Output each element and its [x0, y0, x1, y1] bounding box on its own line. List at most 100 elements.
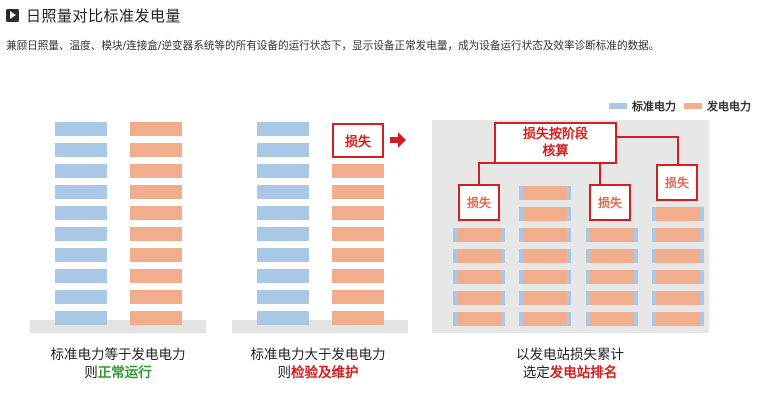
generated-block: [130, 227, 182, 241]
combined-block: [453, 228, 505, 242]
generated-overlay: [523, 186, 567, 200]
standard-block: [55, 206, 107, 220]
connector-line: [617, 136, 679, 138]
standard-block: [257, 122, 309, 136]
generated-block: [130, 164, 182, 178]
description-text: 兼顾日照量、温度、模块/连接盒/逆变器系统等的所有设备的运行状态下，显示设备正常…: [6, 40, 660, 52]
generated-overlay: [656, 207, 700, 221]
panel2-standard-column: [257, 122, 309, 332]
combined-block: [586, 228, 638, 242]
generated-overlay: [590, 228, 634, 242]
generated-overlay: [656, 312, 700, 326]
standard-block: [55, 248, 107, 262]
generated-block: [332, 206, 384, 220]
generated-overlay: [590, 270, 634, 284]
connector-line: [677, 136, 679, 164]
generated-overlay: [457, 270, 501, 284]
panel1-caption-line1: 标准电力等于发电电力: [50, 347, 186, 363]
panel3-loss-box-3: 损失: [656, 164, 698, 201]
standard-block: [55, 311, 107, 325]
combined-block: [453, 249, 505, 263]
legend-item-standard: 标准电力: [609, 98, 676, 114]
generated-block: [130, 122, 182, 136]
panel2-caption-line1: 标准电力大于发电电力: [250, 347, 386, 363]
panel1-caption: 标准电力等于发电电力 则正常运行: [18, 346, 218, 382]
combined-block: [652, 270, 704, 284]
standard-block: [257, 290, 309, 304]
standard-block: [55, 269, 107, 283]
panel1-caption-prefix: 则: [84, 365, 98, 381]
generated-block: [130, 290, 182, 304]
generated-overlay: [457, 291, 501, 305]
legend-item-generated: 发电电力: [684, 98, 751, 114]
combined-block: [519, 228, 571, 242]
combined-block: [586, 270, 638, 284]
panel3-loss-box-1: 损失: [458, 184, 500, 221]
panel2-caption-emph: 检验及维护: [291, 365, 359, 381]
generated-block: [130, 206, 182, 220]
combined-block: [453, 291, 505, 305]
combined-block: [586, 312, 638, 326]
generated-overlay: [457, 228, 501, 242]
generated-overlay: [523, 270, 567, 284]
panel2-caption-line2: 则检验及维护: [218, 364, 418, 382]
panel3-loss-box-2: 损失: [589, 184, 631, 221]
generated-block: [130, 143, 182, 157]
generated-block: [332, 311, 384, 325]
combined-block: [652, 312, 704, 326]
stage-accounting-box: 损失按阶段核算: [494, 122, 617, 164]
combined-block: [453, 312, 505, 326]
panel1-caption-line2: 则正常运行: [18, 364, 218, 382]
generated-overlay: [590, 312, 634, 326]
panel3-column-1: [453, 228, 505, 333]
combined-block: [519, 270, 571, 284]
panel3-caption-line2: 选定发电站排名: [470, 364, 670, 382]
generated-block: [130, 311, 182, 325]
generated-overlay: [523, 291, 567, 305]
standard-block: [257, 227, 309, 241]
standard-block: [55, 227, 107, 241]
standard-block: [257, 143, 309, 157]
arrow-right-icon: [390, 132, 406, 148]
combined-block: [519, 207, 571, 221]
panel1-caption-emph: 正常运行: [97, 365, 152, 381]
generated-overlay: [457, 249, 501, 263]
generated-overlay: [590, 291, 634, 305]
generated-block: [130, 248, 182, 262]
connector-line: [478, 162, 480, 184]
panel2-caption: 标准电力大于发电电力 则检验及维护: [218, 346, 418, 382]
play-icon: [6, 8, 19, 22]
generated-block: [332, 185, 384, 199]
combined-block: [453, 270, 505, 284]
combined-block: [519, 186, 571, 200]
standard-block: [257, 164, 309, 178]
combined-block: [652, 228, 704, 242]
generated-overlay: [523, 312, 567, 326]
combined-block: [586, 291, 638, 305]
generated-overlay: [656, 270, 700, 284]
panel3-column-4: [652, 207, 704, 333]
generated-block: [332, 248, 384, 262]
generated-overlay: [590, 249, 634, 263]
generated-overlay: [656, 228, 700, 242]
generated-block: [332, 227, 384, 241]
combined-block: [652, 249, 704, 263]
generated-overlay: [656, 291, 700, 305]
panel3-caption-line1: 以发电站损失累计: [516, 347, 624, 363]
generated-overlay: [656, 249, 700, 263]
combined-block: [586, 249, 638, 263]
standard-block: [55, 143, 107, 157]
standard-block: [55, 122, 107, 136]
generated-block: [130, 185, 182, 199]
combined-block: [652, 207, 704, 221]
standard-block: [257, 248, 309, 262]
generated-block: [130, 269, 182, 283]
legend-swatch-generated: [684, 103, 702, 109]
standard-block: [55, 164, 107, 178]
connector-line: [599, 147, 601, 184]
panel1-standard-column: [55, 122, 107, 332]
stage-accounting-label: 损失按阶段核算: [522, 127, 588, 159]
combined-block: [519, 312, 571, 326]
panel3-column-3: [586, 228, 638, 333]
legend: 标准电力 发电电力: [601, 98, 751, 114]
